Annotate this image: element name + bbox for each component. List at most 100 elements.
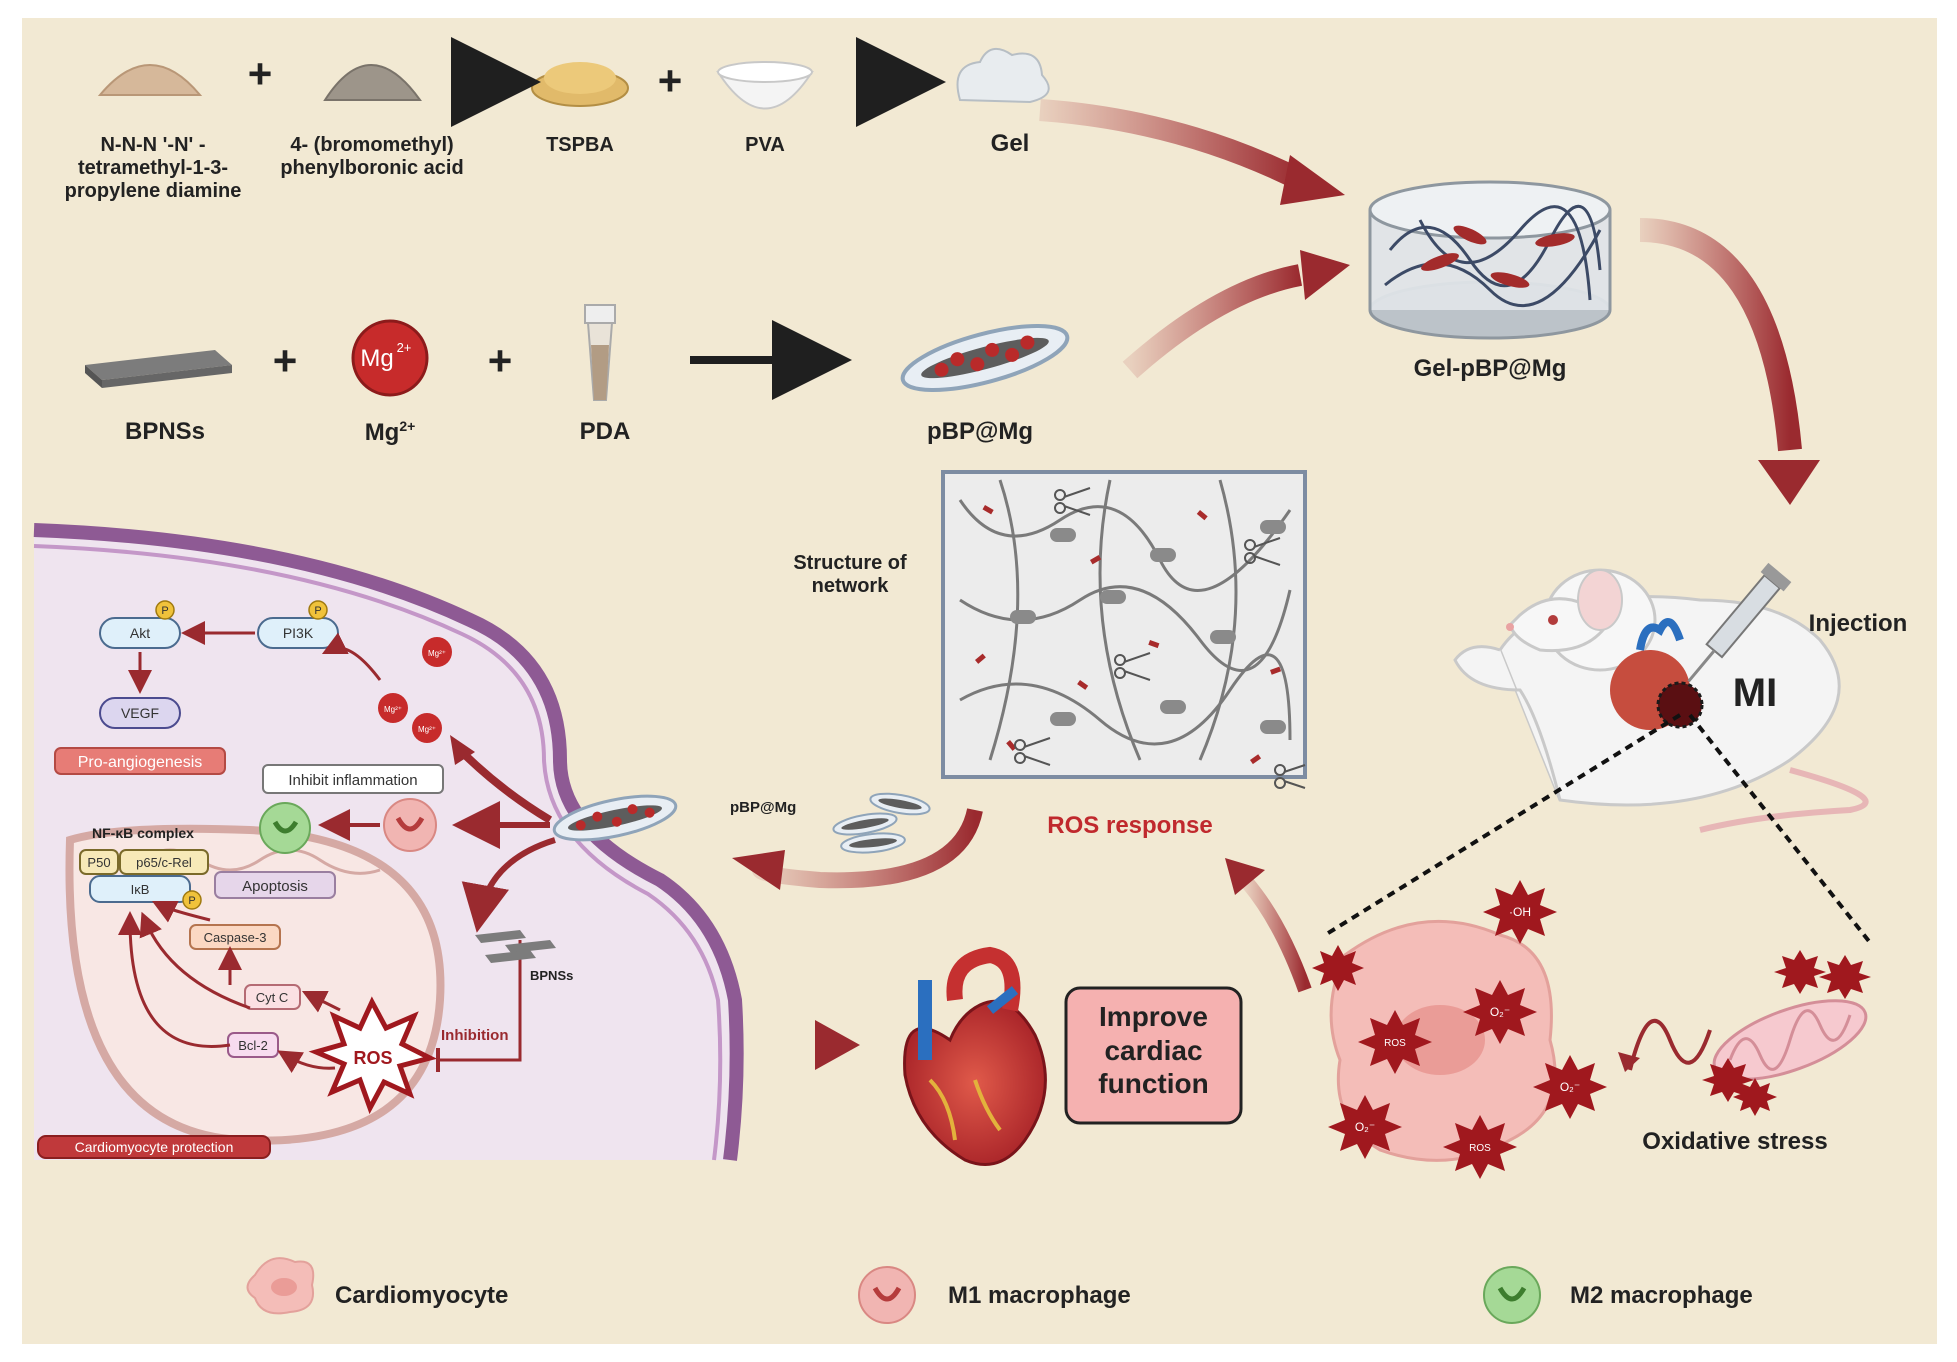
- flow-arrowhead: [1300, 250, 1350, 300]
- syringe-icon: [1687, 562, 1792, 683]
- pathway-arrow: [277, 1050, 336, 1074]
- plus-sign: +: [248, 50, 273, 97]
- svg-text:Mg²⁺: Mg²⁺: [418, 725, 436, 734]
- mg-label-base: Mg: [364, 419, 400, 446]
- mg-ions-small-icon: Mg²⁺ Mg²⁺ Mg²⁺: [378, 637, 452, 743]
- svg-text:·OH: ·OH: [1509, 905, 1531, 919]
- ikb-node: IκB P: [89, 875, 202, 910]
- svg-text:ROS: ROS: [353, 1048, 392, 1068]
- zoom-line: [1688, 713, 1874, 947]
- svg-text:P: P: [161, 605, 168, 617]
- scissors-icon: [1014, 487, 1306, 789]
- pda-tube-icon: [584, 304, 616, 401]
- svg-text:Caspase-3: Caspase-3: [204, 930, 267, 945]
- reagent2-powder-icon: [323, 64, 422, 101]
- bcl2-node: Bcl-2: [227, 1032, 279, 1058]
- cardiomyocyte-protection-label: Cardiomyocyte protection: [37, 1135, 271, 1159]
- pda-label: PDA: [579, 418, 631, 445]
- flow-arrow-oxidative-to-ros: [1239, 875, 1312, 993]
- ros-radical-burst-icon: ROS: [1358, 1010, 1432, 1074]
- pathway-arrow: [301, 990, 341, 1013]
- svg-text:Apoptosis: Apoptosis: [242, 878, 308, 895]
- legend-cardiomyocyte-icon: [246, 1257, 315, 1315]
- reagent2-label: 4- (bromomethyl) phenylboronic acid: [280, 134, 464, 179]
- pbp-mg-nanoparticle-icon: [900, 324, 1070, 392]
- svg-text:Akt: Akt: [130, 625, 150, 641]
- inhibit-inflammation-label: Inhibit inflammation: [262, 764, 444, 794]
- oxidative-stress-label: Oxidative stress: [1642, 1128, 1828, 1155]
- legend-m2-macrophage-icon: [1483, 1266, 1541, 1324]
- pathway-arrow: [118, 911, 231, 1048]
- legend-m1-macrophage-label: M1 macrophage: [948, 1282, 1131, 1309]
- svg-text:Cardiomyocyte protection: Cardiomyocyte protection: [75, 1139, 234, 1155]
- gel-pbp-mg-container-icon: [1368, 180, 1612, 340]
- svg-text:2+: 2+: [397, 340, 412, 355]
- mi-label: MI: [1732, 671, 1778, 715]
- svg-text:p65/c-Rel: p65/c-Rel: [136, 855, 192, 870]
- tspba-powder-icon: [531, 62, 629, 107]
- pbp-mg-label: pBP@Mg: [926, 418, 1034, 445]
- tspba-label: TSPBA: [546, 134, 614, 156]
- legend-cardiomyocyte-label: Cardiomyocyte: [335, 1282, 509, 1309]
- svg-text:Mg: Mg: [360, 345, 393, 372]
- flow-arrowhead: [815, 1020, 860, 1070]
- nfkb-complex-label: NF-κB complex: [92, 825, 194, 841]
- bpnss-small-icon: [475, 930, 556, 963]
- improve-cardiac-function-box: [1064, 986, 1243, 1125]
- svg-text:Pro-angiogenesis: Pro-angiogenesis: [78, 754, 203, 771]
- o2-radical-burst-icon: O₂⁻: [1463, 980, 1537, 1044]
- svg-text:ROS: ROS: [1384, 1038, 1406, 1049]
- inhibition-label: Inhibition: [441, 1027, 508, 1044]
- svg-text:Inhibit inflammation: Inhibit inflammation: [288, 772, 417, 789]
- ros-response-label: ROS response: [1047, 812, 1213, 839]
- oh-radical-burst-icon: ·OH: [1483, 880, 1557, 944]
- svg-text:PI3K: PI3K: [283, 625, 314, 641]
- flow-arrowhead: [732, 850, 785, 890]
- svg-text:Bcl-2: Bcl-2: [238, 1038, 268, 1053]
- svg-text:P50: P50: [87, 855, 110, 870]
- ros-radical-burst-icon: ROS: [1443, 1115, 1517, 1179]
- network-structure-panel: [941, 470, 1307, 779]
- cytc-node: Cyt C: [244, 984, 301, 1010]
- mg-ion-icon: Mg 2+: [351, 319, 429, 397]
- plus-sign: +: [273, 337, 298, 384]
- pva-bowl-icon: [716, 61, 814, 110]
- mg-label: Mg2+: [335, 418, 445, 447]
- flow-arrowhead: [1758, 460, 1820, 505]
- oh-radical-burst-icon: [1312, 945, 1364, 991]
- p50-node: P50: [79, 849, 119, 875]
- svg-text:P: P: [188, 895, 195, 907]
- caspase3-node: Caspase-3: [189, 924, 281, 950]
- pbp-mg-small-label: pBP@Mg: [730, 799, 796, 816]
- wave-icon: [1628, 1018, 1712, 1071]
- pathway-arrow: [139, 911, 251, 1010]
- pva-label: PVA: [745, 134, 785, 156]
- pathway-arrow: [321, 632, 382, 681]
- mg-label-sup: 2+: [399, 418, 416, 434]
- akt-node: Akt P: [99, 600, 181, 649]
- apoptosis-label: Apoptosis: [214, 871, 336, 899]
- flow-arrow-gel-to-composite: [1039, 99, 1305, 190]
- injection-label: Injection: [1808, 610, 1908, 637]
- pathway-arrow: [151, 900, 211, 923]
- svg-text:IκB: IκB: [131, 882, 150, 897]
- mouse-illustration: [1453, 568, 1869, 833]
- svg-text:O₂⁻: O₂⁻: [1490, 1005, 1510, 1019]
- o2-radical-burst-icon: O₂⁻: [1328, 1095, 1402, 1159]
- gel-label: Gel: [990, 130, 1030, 157]
- heart-icon: [903, 946, 1047, 1166]
- svg-text:VEGF: VEGF: [121, 705, 159, 721]
- m2-macrophage-icon: [259, 802, 311, 854]
- legend-m2-macrophage-label: M2 macrophage: [1570, 1282, 1753, 1309]
- inhibition-line: [440, 940, 522, 1062]
- p65-node: p65/c-Rel: [119, 849, 209, 875]
- release-arrow: [457, 747, 553, 824]
- reagent1-powder-icon: [97, 64, 203, 96]
- svg-text:Mg²⁺: Mg²⁺: [384, 705, 402, 714]
- flow-arrow-composite-to-mouse: [1639, 218, 1802, 452]
- gel-blob-icon: [956, 47, 1050, 104]
- vegf-node: VEGF: [99, 697, 181, 729]
- bpnss-small-label: BPNSs: [530, 968, 573, 983]
- pbp-mg-released-particles-icon: [832, 792, 931, 854]
